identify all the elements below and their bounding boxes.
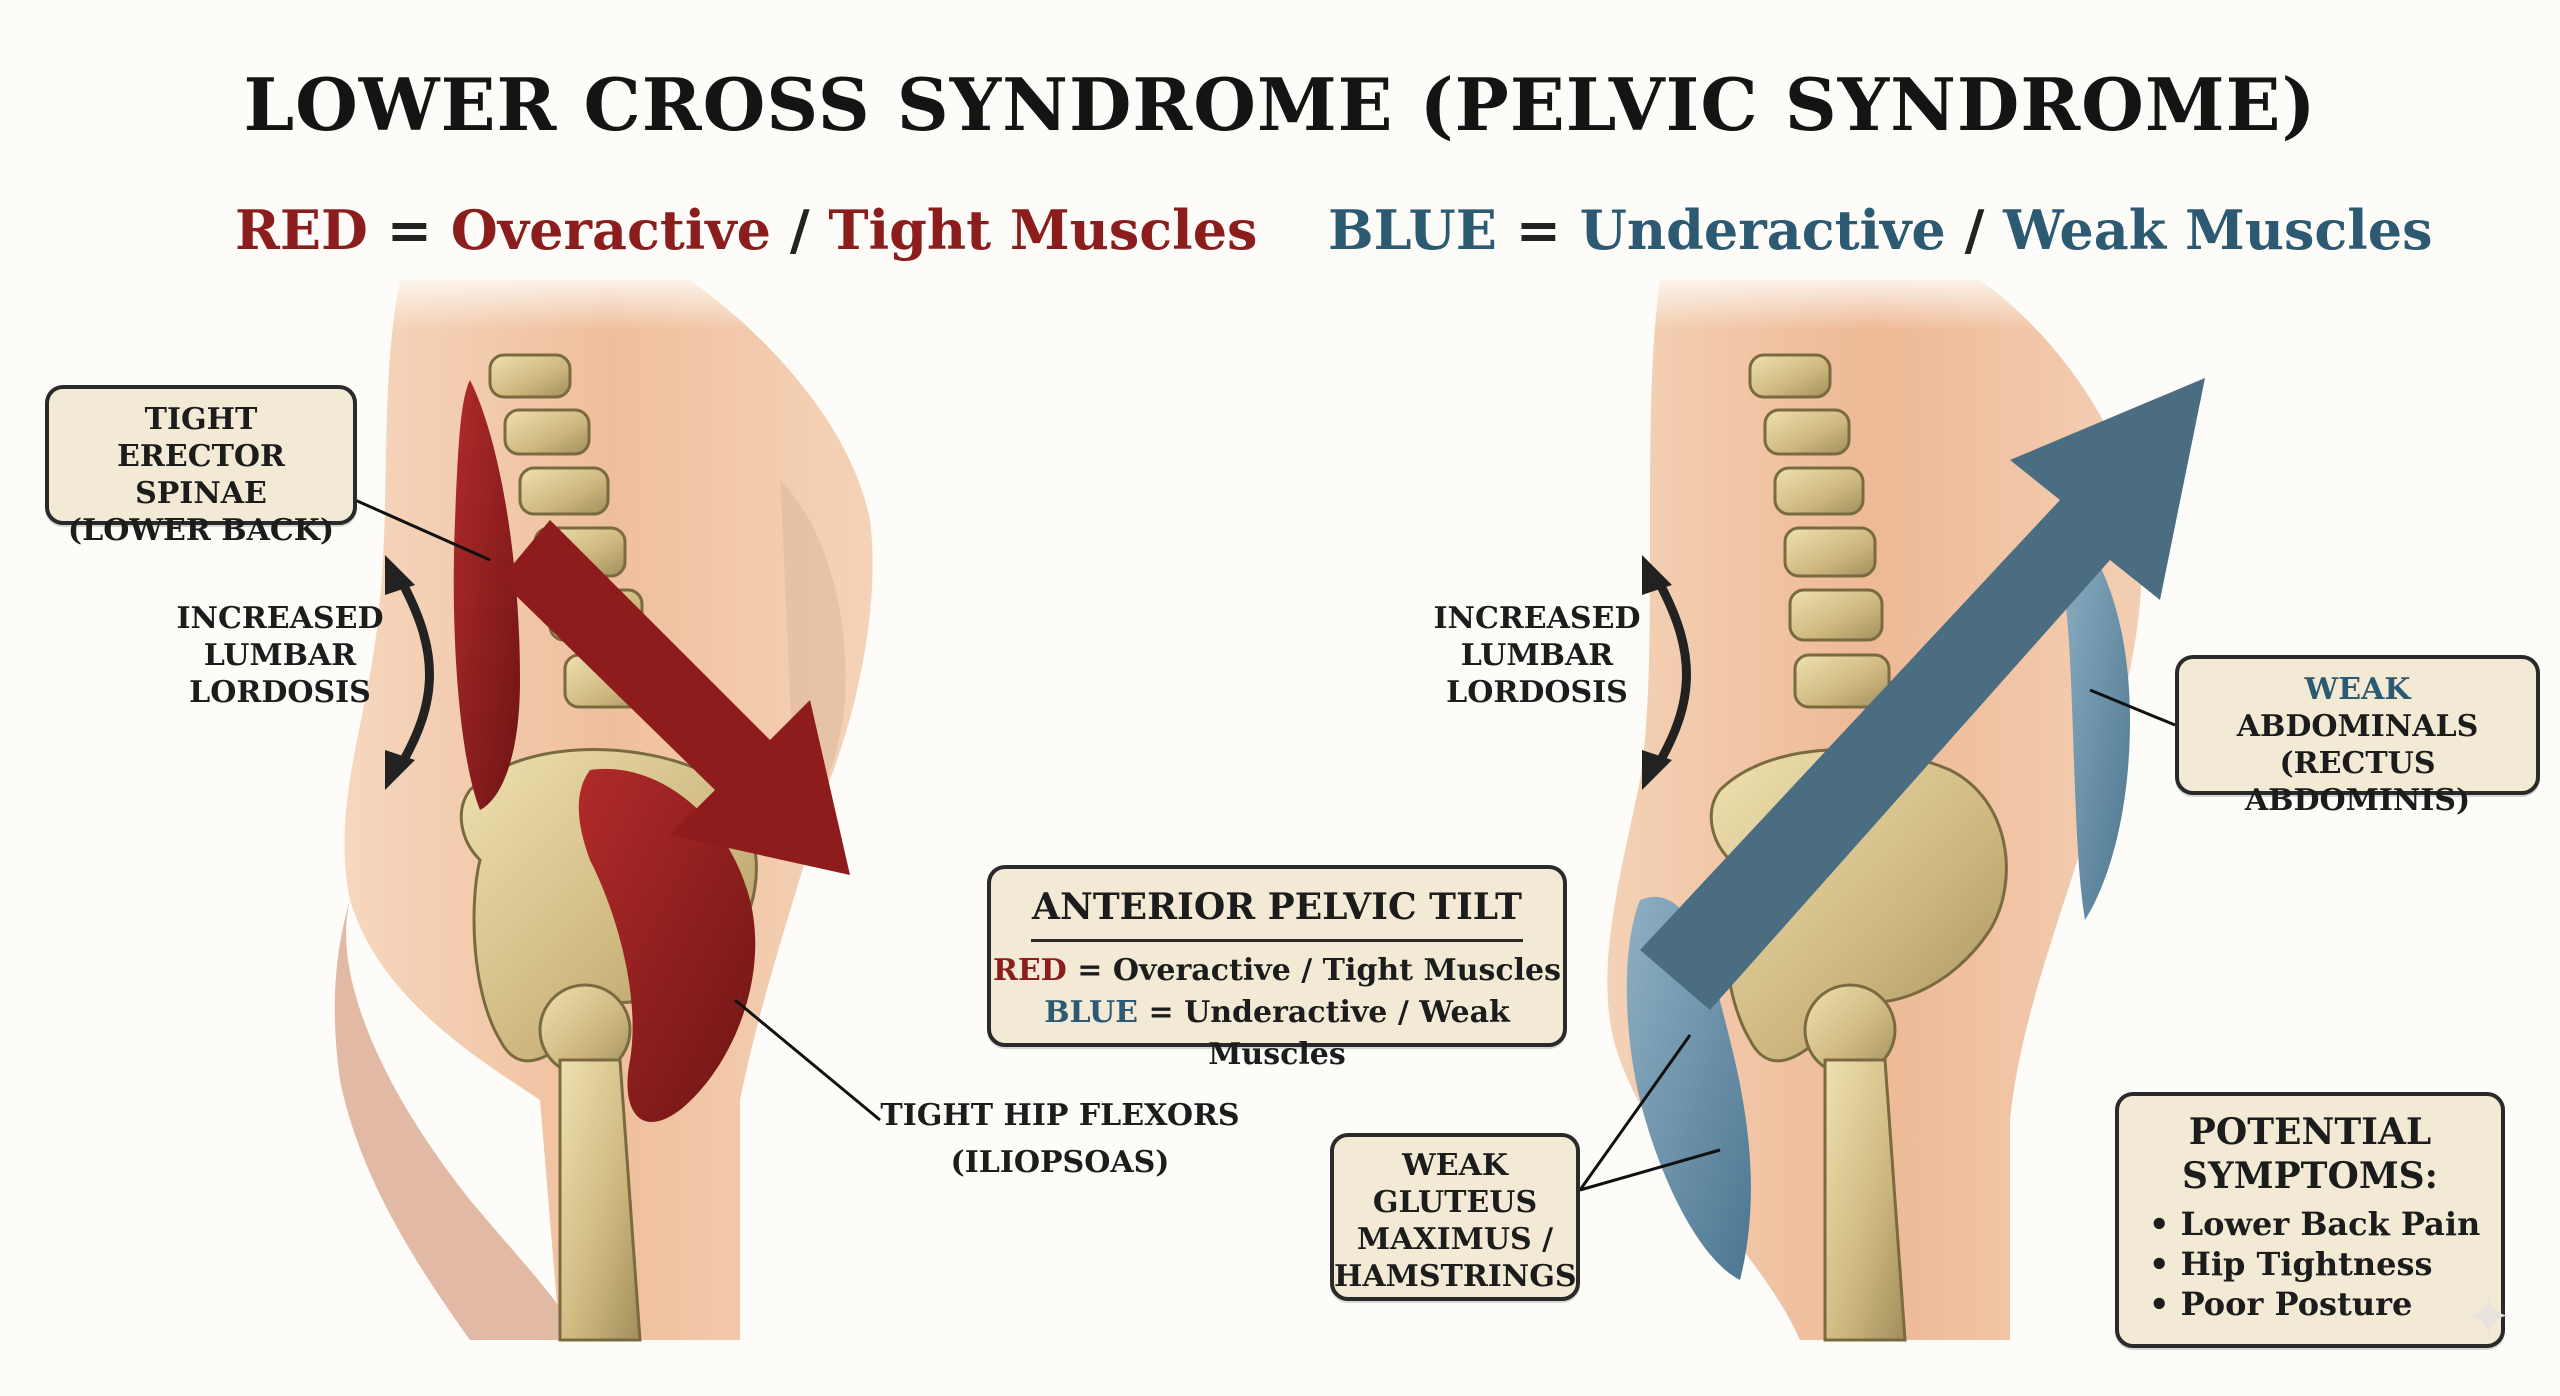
hip-flexors-label: TIGHT HIP FLEXORS (ILIOPSOAS) — [880, 1092, 1240, 1186]
symptoms-heading-1: POTENTIAL — [2188, 1111, 2432, 1153]
legend-red: RED = Overactive / Tight Muscles — [235, 198, 1257, 262]
gluteus-line-1: WEAK — [1402, 1148, 1508, 1183]
lordosis-arrow-right — [1651, 572, 1691, 773]
page-title: LOWER CROSS SYNDROME (PELVIC SYNDROME) — [243, 62, 2317, 147]
left-figure — [334, 280, 881, 1342]
gluteus-line-2: GLUTEUS — [1372, 1185, 1538, 1220]
tilt-line-2: BLUE = Underactive / Weak Muscles — [991, 992, 1563, 1076]
erector-line-3: (LOWER BACK) — [67, 513, 335, 548]
legend-blue-slash: / — [1964, 198, 1985, 262]
legend-blue-word: BLUE — [1328, 198, 1497, 262]
lordosis-label-right: INCREASED LUMBAR LORDOSIS — [1432, 600, 1642, 711]
tilt-blue-word: BLUE — [1044, 995, 1139, 1030]
lordosis-left-line-2: LUMBAR — [203, 638, 357, 673]
abdominals-line-3: (RECTUS ABDOMINIS) — [2244, 746, 2471, 818]
erector-line-1: TIGHT — [144, 402, 258, 437]
blue-tilt-arrow — [1640, 378, 2205, 1010]
red-tilt-arrow — [500, 520, 850, 875]
abdominals-line-1: WEAK — [2304, 672, 2411, 707]
legend-red-tight: Tight Muscles — [828, 198, 1258, 262]
gluteus-label: WEAK GLUTEUS MAXIMUS / HAMSTRINGS — [1330, 1133, 1580, 1301]
tilt-divider — [1031, 939, 1523, 942]
tilt-heading: ANTERIOR PELVIC TILT — [1032, 886, 1522, 928]
gluteus-line-3: MAXIMUS / — [1356, 1222, 1554, 1257]
lordosis-right-line-3: LORDOSIS — [1446, 675, 1628, 710]
hip-flexors-line-2: (ILIOPSOAS) — [950, 1145, 1170, 1180]
lordosis-right-line-1: INCREASED — [1433, 601, 1641, 636]
legend-red-eq: = — [386, 198, 432, 262]
legend-blue: BLUE = Underactive / Weak Muscles — [1328, 198, 2433, 262]
potential-symptoms-box: POTENTIAL SYMPTOMS: • Lower Back Pain • … — [2115, 1092, 2505, 1348]
right-figure — [1578, 280, 2205, 1342]
abdominals-label: WEAK ABDOMINALS (RECTUS ABDOMINIS) — [2175, 655, 2540, 818]
lordosis-left-line-1: INCREASED — [176, 601, 384, 636]
legend-red-word: RED — [235, 198, 368, 262]
legend-blue-underactive: Underactive — [1579, 198, 1946, 262]
legend-red-slash: / — [789, 198, 810, 262]
tilt-blue-text: = Underactive / Weak Muscles — [1148, 995, 1510, 1072]
tilt-line-1: RED = Overactive / Tight Muscles — [991, 950, 1563, 992]
symptom-item-2: • Hip Tightness — [2149, 1245, 2433, 1283]
sparkle-icon: ✦ — [2465, 1285, 2512, 1350]
lordosis-arrow-left — [394, 572, 434, 773]
tilt-red-word: RED — [992, 953, 1067, 988]
erector-spinae-label: TIGHT ERECTOR SPINAE (LOWER BACK) — [45, 385, 357, 548]
lordosis-left-line-3: LORDOSIS — [189, 675, 371, 710]
gluteus-line-4: HAMSTRINGS — [1334, 1259, 1577, 1294]
abdominals-line-2: ABDOMINALS — [2236, 709, 2479, 744]
symptoms-heading-2: SYMPTOMS: — [2182, 1155, 2438, 1197]
lordosis-right-line-2: LUMBAR — [1460, 638, 1614, 673]
hip-flexors-line-1: TIGHT HIP FLEXORS — [880, 1098, 1240, 1133]
legend-blue-weak: Weak Muscles — [2003, 198, 2433, 262]
legend-red-overactive: Overactive — [450, 198, 772, 262]
erector-line-2: ERECTOR SPINAE — [117, 439, 285, 511]
lordosis-label-left: INCREASED LUMBAR LORDOSIS — [175, 600, 385, 711]
symptom-item-3: • Poor Posture — [2149, 1285, 2413, 1323]
legend-blue-eq: = — [1515, 198, 1561, 262]
tilt-red-text: = Overactive / Tight Muscles — [1077, 953, 1561, 988]
symptom-item-1: • Lower Back Pain — [2149, 1205, 2481, 1243]
anterior-pelvic-tilt-box: ANTERIOR PELVIC TILT RED = Overactive / … — [987, 865, 1567, 1072]
